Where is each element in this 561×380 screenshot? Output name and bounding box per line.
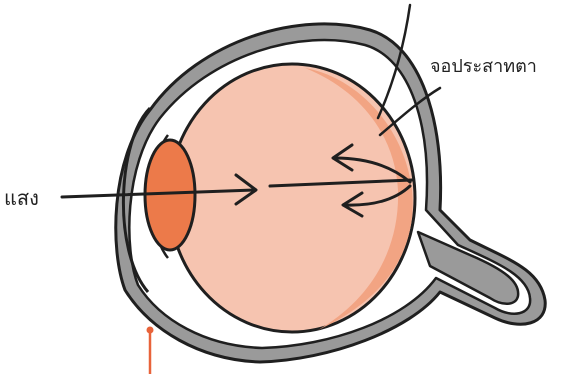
- vitreous-body: [169, 64, 415, 332]
- label-light: แสง: [4, 186, 39, 210]
- pointer-dot: [147, 327, 154, 334]
- label-retina: จอประสาทตา: [430, 56, 537, 77]
